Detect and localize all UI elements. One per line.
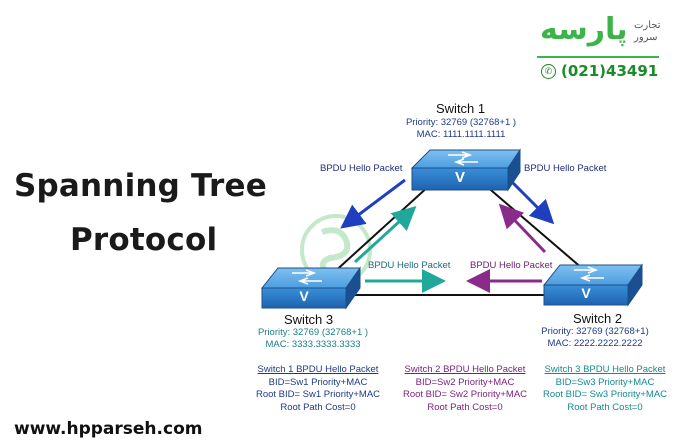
switch-2-glyph: V (581, 285, 591, 301)
bpdu-box-header: Switch 2 BPDU Hello Packet (404, 364, 526, 375)
phone-icon: ✆ (541, 64, 556, 79)
packet-label-bottom-left: BPDU Hello Packet (368, 260, 451, 271)
arrow-sw1-to-sw2 (510, 180, 555, 225)
bpdu-box-line: BID=Sw1 Priority+MAC (268, 376, 368, 388)
bpdu-box-line: Root Path Cost=0 (427, 401, 503, 413)
bpdu-box-switch-1: Switch 1 BPDU Hello Packet BID=Sw1 Prior… (243, 364, 393, 414)
title-line-1: Spanning Tree (14, 168, 267, 204)
link-sw1-sw2 (484, 184, 591, 276)
bpdu-box-header: Switch 1 BPDU Hello Packet (257, 364, 379, 375)
switch-2-name: Switch 2 (573, 311, 623, 326)
bpdu-box-line: Root Path Cost=0 (567, 401, 643, 413)
switch-1-name: Switch 1 (436, 101, 486, 116)
packet-label-right-top: BPDU Hello Packet (524, 163, 607, 174)
switch-2-device (542, 263, 643, 307)
switch-2-mac: MAC: 2222.2222.2222 (547, 338, 643, 349)
switch-1-mac: MAC: 1111.1111.1111 (416, 129, 506, 140)
switch-3-priority: Priority: 32769 (32768+1 ) (257, 327, 369, 338)
switch-1-priority: Priority: 32769 (32768+1 ) (405, 117, 517, 128)
title-line-2: Protocol (70, 222, 218, 258)
switch-3-device (260, 266, 361, 310)
bpdu-box-line: BID=Sw2 Priority+MAC (415, 376, 515, 388)
brand-phone: (021)43491 (561, 62, 659, 80)
packet-label-bottom-right: BPDU Hello Packet (470, 260, 553, 271)
website-url: www.hpparseh.com (14, 419, 203, 439)
bpdu-box-line: BID=Sw3 Priority+MAC (555, 376, 655, 388)
arrow-sw2-to-sw1 (498, 203, 547, 254)
brand-subtitle-2: سرور (634, 32, 658, 43)
bpdu-box-switch-2: Switch 2 BPDU Hello Packet BID=Sw2 Prior… (390, 364, 540, 414)
arrow-sw3-to-sw1 (353, 205, 417, 264)
switch-1-device (410, 148, 521, 192)
switch-3-glyph: V (299, 288, 309, 304)
brand-logo: پارسه (540, 12, 628, 47)
switch-3-name: Switch 3 (284, 312, 334, 327)
packet-label-left-top: BPDU Hello Packet (320, 163, 403, 174)
switch-3-mac: MAC: 3333.3333.3333 (265, 339, 361, 350)
brand-subtitle-1: تجارت (634, 20, 661, 31)
bpdu-box-header: Switch 3 BPDU Hello Packet (544, 364, 666, 375)
switch-1-glyph: V (454, 169, 465, 186)
switch-2-priority: Priority: 32769 (32768+1) (541, 326, 649, 337)
bpdu-box-line: Root Path Cost=0 (280, 401, 356, 413)
brand-divider (537, 56, 659, 58)
bpdu-box-line: Root BID= Sw2 Priority+MAC (402, 389, 528, 400)
arrow-sw1-to-sw3 (340, 178, 406, 229)
bpdu-box-line: Root BID= Sw3 Priority+MAC (542, 389, 668, 400)
bpdu-box-switch-3: Switch 3 BPDU Hello Packet BID=Sw3 Prior… (530, 364, 680, 414)
bpdu-box-line: Root BID= Sw1 Priority+MAC (255, 389, 381, 400)
